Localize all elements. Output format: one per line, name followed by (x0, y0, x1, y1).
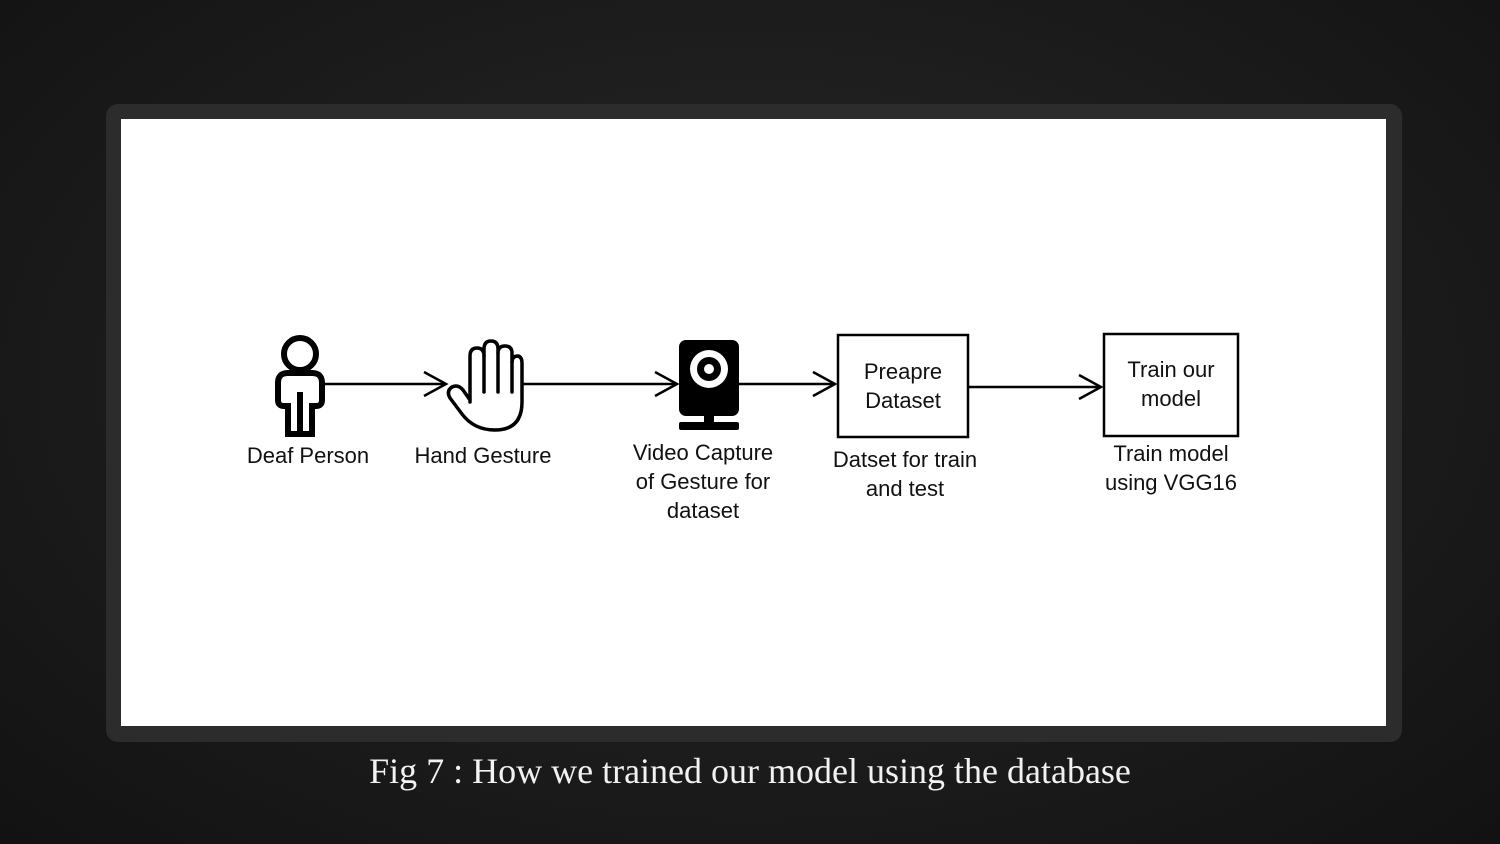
label-line: dataset (666, 498, 740, 523)
train-model-box-text: Train our model (1104, 355, 1238, 413)
label-line: using VGG16 (1104, 470, 1238, 495)
label-line: of Gesture for (635, 469, 771, 494)
arrow-hand-to-camera (522, 370, 680, 398)
train-model-label: Train model using VGG16 (1086, 439, 1256, 497)
video-capture-label: Video Capture of Gesture for dataset (613, 438, 793, 525)
box-line: Train our (1127, 357, 1215, 382)
prepare-dataset-box (836, 333, 970, 439)
prepare-dataset-box-text: Preapre Dataset (838, 357, 968, 415)
prepare-dataset-label: Datset for train and test (815, 445, 995, 503)
webcam-icon (679, 340, 739, 430)
person-icon (275, 335, 325, 437)
label-line: Datset for train (832, 447, 978, 472)
box-line: model (1141, 386, 1201, 411)
deaf-person-label: Deaf Person (246, 443, 370, 468)
label-line: Video Capture (632, 440, 774, 465)
label-line: and test (865, 476, 945, 501)
arrow-person-to-hand (322, 370, 449, 398)
arrow-camera-to-prepare (739, 370, 838, 398)
hand-gesture-label: Hand Gesture (414, 443, 552, 468)
figure-caption: Fig 7 : How we trained our model using t… (369, 751, 1131, 791)
label-line: Train model (1113, 441, 1229, 466)
box-line: Preapre (863, 359, 943, 384)
box-line: Dataset (865, 388, 941, 413)
train-model-box (1102, 332, 1240, 438)
arrow-prepare-to-train (969, 373, 1104, 401)
hand-icon (446, 339, 524, 432)
